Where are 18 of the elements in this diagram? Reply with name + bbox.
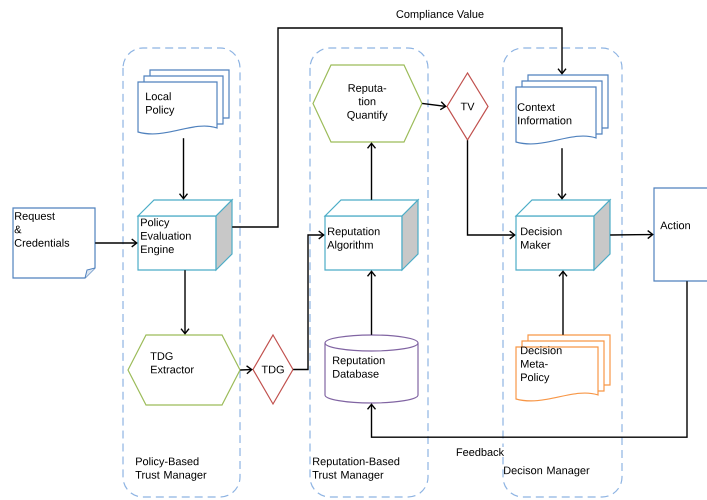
arrow [610,230,654,240]
database-cylinder: Reputation Database [324,334,419,404]
document: Request & Credentials [12,207,96,279]
arrow [240,365,253,374]
arrow [180,270,190,335]
arrow [366,270,376,335]
arrow [293,230,325,370]
document-stack: Decision Meta- Policy [515,334,611,402]
node-label: Reputation Database [333,356,384,378]
hexagon: TDG Extractor [127,334,241,406]
arrow [95,238,138,248]
arrow [366,281,688,438]
arrow [558,270,568,335]
arrow [178,138,188,200]
edge-label: Compliance Value [394,8,486,22]
document: Action [653,187,707,282]
document-stack: Local Policy [137,69,230,135]
edge-label: Feedback [454,446,506,458]
